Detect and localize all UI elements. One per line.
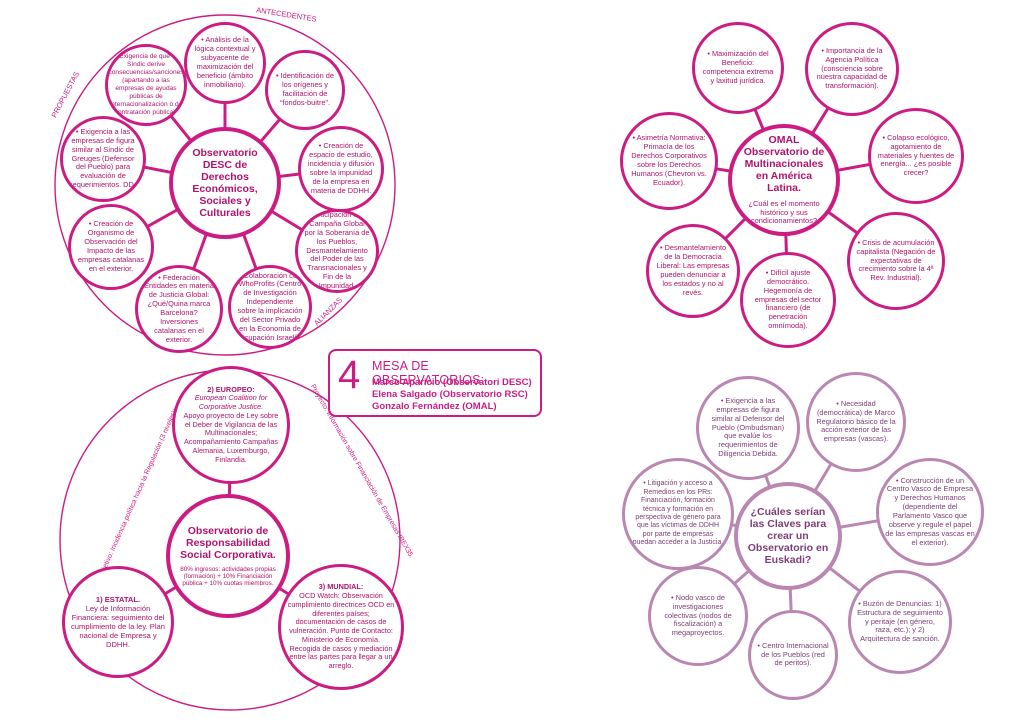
desc-node-global-campaign: • Participación en la Campaña Global por… [295,209,379,293]
omal-node-accumulation-crisis: • Crisis de acumulación capitalista (Neg… [847,212,945,310]
speaker-3: Gonzalo Fernández (OMAL) [372,401,497,412]
euskadi-node-research-node: • Nodo vasco de investigaciones colectiv… [648,566,748,666]
speaker-1: Marco Aparicio (Observatori DESC) [372,377,532,388]
desc-node-organism: • Creación de Organismo de Observación d… [68,204,154,290]
rsc-node-europeo: 2) EUROPEO: European Coalition for Corpo… [172,366,290,484]
rsc-node-mundial: 3) MUNDIAL: OCD Watch: Observación cumpl… [278,564,404,690]
omal-node-ecological-collapse: • Colapso ecológico, agotamiento de mate… [868,108,964,204]
desc-node-vulture-funds: • Identificación de los orígenes y facil… [265,50,345,130]
speaker-2: Elena Salgado (Observatorio RSC) [372,389,528,400]
euskadi-node-litigation: • Litigación y acceso a Remedios en los … [622,458,734,570]
session-number: 4 [338,353,361,397]
desc-node-federation: • Federación Entidades en materia de Jus… [135,265,223,353]
omal-center-node: OMAL Observatorio de Multinacionales en … [728,124,840,236]
omal-node-democratic-adjustment: • Difícil ajuste democrático. Hegemonía … [740,252,836,348]
euskadi-node-ombudsman: • Exigencia a las empresas de figura sim… [696,376,800,480]
omal-node-profit: • Maximización del Beneficio: competenci… [692,22,784,114]
omal-node-liberal-democracy: • Desmantelamiento de la Democracia Libe… [646,224,740,318]
euskadi-node-basque-center: • Construcción de un Centro Vasco de Emp… [876,458,984,566]
rsc-center-node: Observatorio de Responsabilidad Social C… [166,494,290,618]
desc-node-whoprofits: • Colaboración con WhoProfits (Centro de… [228,265,312,349]
omal-node-political-agency: • Importancia de la Agencia Política (co… [805,22,899,116]
session-heading: MESA DE OBSERVATORIOS: [372,359,485,387]
euskadi-node-peoples-center: • Centro Internacional de los Pueblos (r… [748,610,838,700]
desc-node-analysis: • Análisis de la lógica contextual y sub… [184,22,266,104]
rsc-node-estatal: 1) ESTATAL. Ley de Información Financier… [62,566,174,678]
desc-node-study-space: • Creación de espacio de estudio, incide… [298,126,384,212]
omal-node-normative-asymmetry: • Asimetría Normativa: Primacía de los D… [620,112,718,210]
title-box: 4 MESA DE OBSERVATORIOS: Marco Aparicio … [328,349,542,417]
desc-node-sindic-sanctions: • Exigencia de que el Síndic derive cons… [105,44,187,126]
desc-outer-ring [54,14,396,356]
euskadi-node-complaints-box: • Buzón de Denuncias: 1) Estructura de s… [848,570,952,674]
desc-center-node: Observatorio DESC de Derechos Económicos… [169,127,281,239]
desc-node-sindic-figure: • Exigencia a las empresas de figura sim… [60,116,146,202]
euskadi-center-node: ¿Cuáles serían las Claves para crear un … [734,482,842,590]
euskadi-node-regulatory-framework: • Necesidad (democrática) de Marco Regul… [806,372,906,472]
